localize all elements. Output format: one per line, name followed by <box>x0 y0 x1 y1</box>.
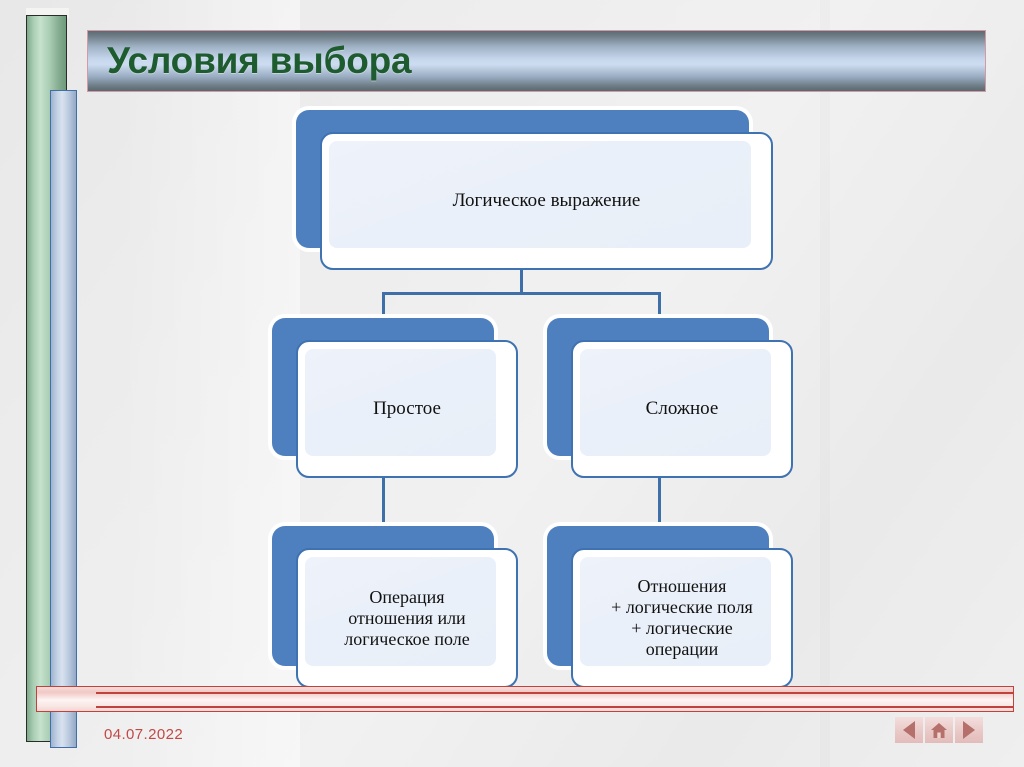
title-banner <box>87 30 986 92</box>
connector-simple-down <box>382 472 385 528</box>
node-label: Отношения + логические поля + логические… <box>611 576 753 659</box>
home-icon <box>931 722 947 738</box>
node-inner-panel <box>329 141 751 248</box>
node-inner-panel <box>305 349 496 456</box>
connector-complex-down <box>658 472 661 528</box>
connector-split-across <box>382 292 661 295</box>
green-bar-cap <box>26 8 69 18</box>
node-label: Простое <box>373 398 441 419</box>
diagram-node-complex-detail[interactable]: Отношения + логические поля + логические… <box>547 526 793 688</box>
back-button[interactable] <box>895 717 923 743</box>
node-inner-panel <box>580 349 771 456</box>
forward-button[interactable] <box>955 717 983 743</box>
footer-rule-line-top <box>96 692 1014 694</box>
connector-root-down <box>520 264 523 294</box>
background-shade-band <box>820 0 830 767</box>
diagram-node-simple[interactable]: Простое <box>272 318 518 478</box>
diagram-node-complex[interactable]: Сложное <box>547 318 793 478</box>
triangle-right-icon <box>963 721 975 739</box>
node-card: Операция отношения или логическое поле <box>296 548 518 688</box>
node-label: Логическое выражение <box>452 190 641 211</box>
page-title: Условия выбора <box>107 40 412 81</box>
node-label: Операция отношения или логическое поле <box>344 586 470 649</box>
node-card: Логическое выражение <box>320 132 773 270</box>
diagram-node-root[interactable]: Логическое выражение <box>296 110 773 270</box>
connector-to-complex <box>658 292 661 320</box>
footer-rule-outline <box>36 686 1014 712</box>
node-card: Сложное <box>571 340 793 478</box>
decorative-blue-bar <box>50 90 77 748</box>
footer-rule-line-bottom <box>96 706 1014 708</box>
slide-date: 04.07.2022 <box>104 726 184 743</box>
node-label: Сложное <box>645 398 719 419</box>
node-card: Отношения + логические поля + логические… <box>571 548 793 688</box>
connector-to-simple <box>382 292 385 320</box>
node-inner-panel <box>580 557 771 666</box>
diagram-node-simple-detail[interactable]: Операция отношения или логическое поле <box>272 526 518 688</box>
node-inner-panel <box>305 557 496 666</box>
home-button[interactable] <box>925 717 953 743</box>
node-card: Простое <box>296 340 518 478</box>
footer-rule <box>36 686 1014 712</box>
navigation-buttons <box>895 717 983 743</box>
triangle-left-icon <box>903 721 915 739</box>
